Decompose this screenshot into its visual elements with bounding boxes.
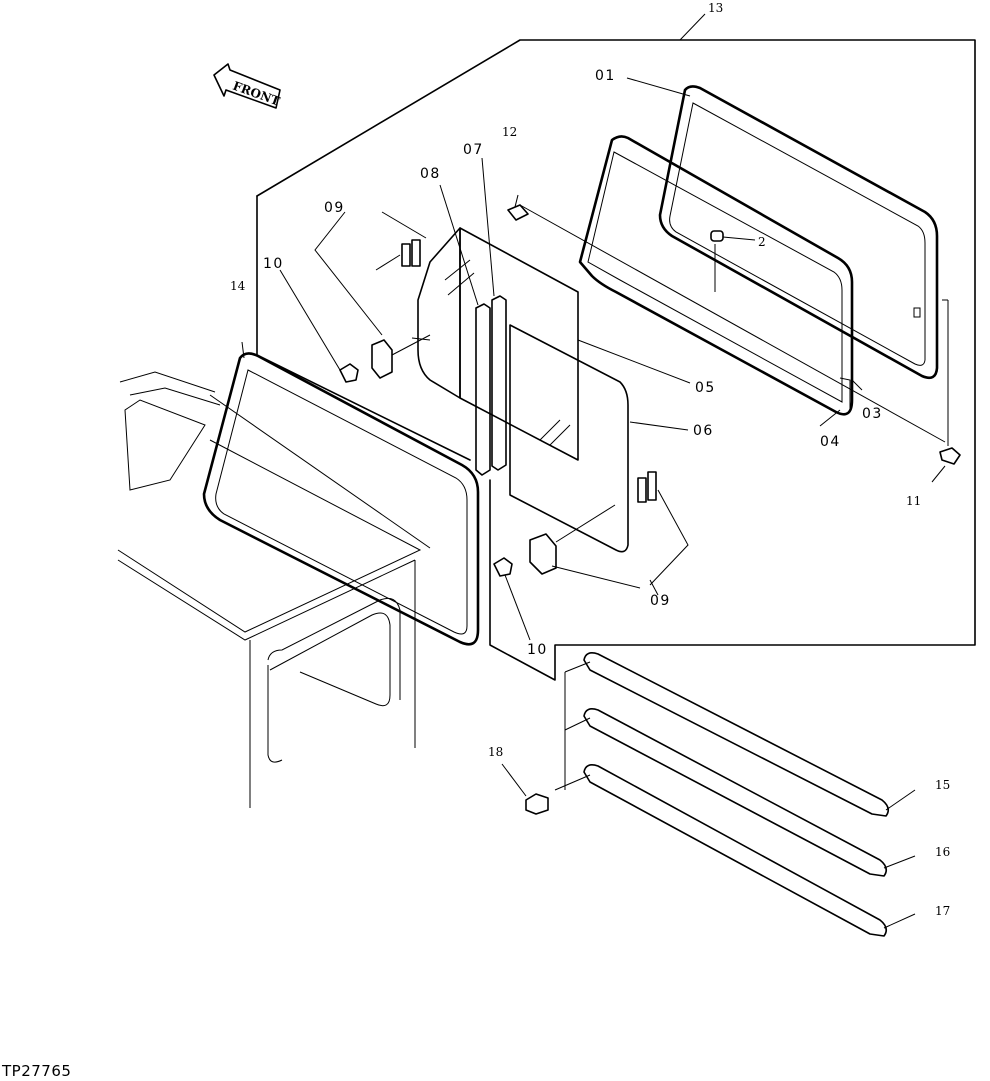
channel-strip-07 [481,157,507,471]
tie-rod-17 [583,764,916,937]
label-2: 2 [758,235,766,249]
front-arrow-label: FRONT [231,79,282,109]
glass-panel-06 [509,324,689,553]
tie-rod-15 [583,652,916,817]
clip-2 [710,230,756,292]
label-07: 07 [463,142,484,158]
panel-outline [256,13,976,681]
label-10-upper: 10 [263,256,284,272]
label-17: 17 [935,904,950,918]
label-09-lower: 09 [650,593,671,609]
label-18: 18 [488,745,503,759]
tie-rod-16 [583,708,916,877]
rear-window-frame-01 [658,85,939,380]
label-15: 15 [935,778,950,792]
fastener-11 [931,300,961,483]
window-seal-03-04 [578,135,854,416]
label-16: 16 [935,845,950,859]
label-11: 11 [906,494,921,508]
label-12: 12 [502,125,517,139]
label-14: 14 [230,279,246,293]
label-09-upper: 09 [324,200,345,216]
tie-rod-bracket-lines [554,661,591,791]
latch-assembly-lower [493,471,689,641]
figure-id: TP27765 [2,1062,72,1080]
front-arrow-icon: FRONT [213,63,282,109]
label-01: 01 [595,68,616,84]
label-05: 05 [695,380,716,396]
glass-panel-main [417,227,475,399]
label-03: 03 [862,406,883,422]
leader-lines [626,77,948,596]
glass-panel-05 [411,227,691,461]
label-13: 13 [708,1,723,15]
channel-strip-08 [439,184,491,476]
label-08: 08 [420,166,441,182]
side-window-frame-14 [202,341,480,646]
label-10-lower: 10 [527,642,548,658]
latch-assembly-upper [279,211,431,383]
label-04: 04 [820,434,841,450]
bolt-18 [501,763,549,815]
cab-body-outline [117,371,431,808]
bracket-12 [507,194,946,443]
label-06: 06 [693,423,714,439]
